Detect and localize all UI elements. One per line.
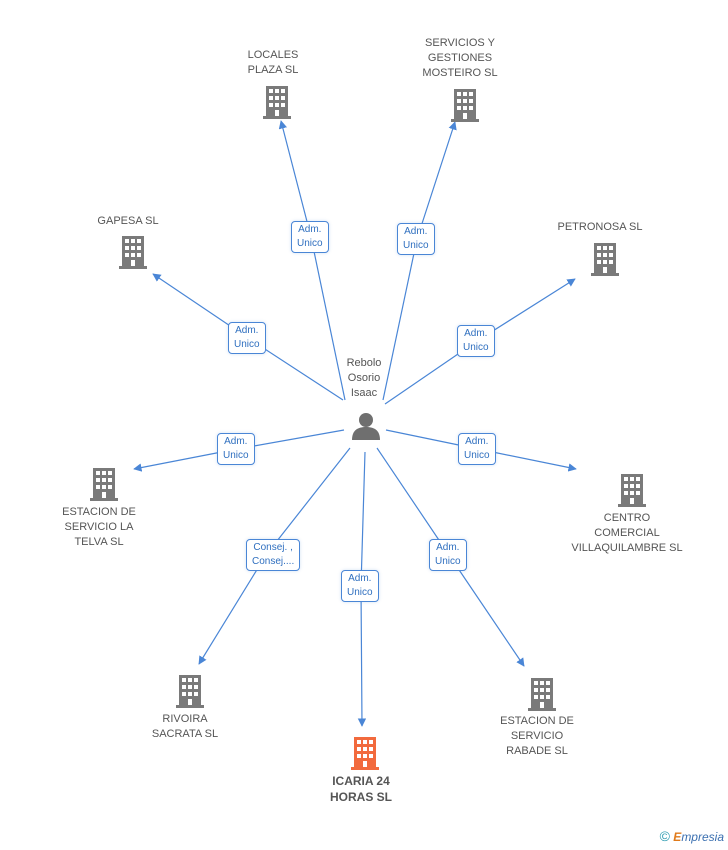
building-icon-gapesa[interactable] xyxy=(119,236,147,269)
center-person-name[interactable]: Rebolo Osorio Isaac xyxy=(346,357,382,399)
building-icon-rabade[interactable] xyxy=(528,678,556,711)
relation-badge-icaria[interactable]: Adm. Unico xyxy=(341,570,379,602)
company-label-gapesa[interactable]: GAPESA SL xyxy=(97,215,159,227)
company-label-telva[interactable]: ESTACION DE SERVICIO LA TELVA SL xyxy=(62,506,136,548)
company-label-rabade[interactable]: ESTACION DE SERVICIO RABADE SL xyxy=(500,715,574,757)
relation-badge-telva[interactable]: Adm. Unico xyxy=(217,433,255,465)
relation-badge-locales[interactable]: Adm. Unico xyxy=(291,221,329,253)
relation-badge-villaquilambre[interactable]: Adm. Unico xyxy=(458,433,496,465)
building-icon-villaquilambre[interactable] xyxy=(618,474,646,507)
brand-logo-letter: E xyxy=(673,830,682,844)
company-label-locales[interactable]: LOCALES PLAZA SL xyxy=(247,49,299,76)
company-label-petronosa[interactable]: PETRONOSA SL xyxy=(557,221,643,233)
company-label-icaria[interactable]: ICARIA 24 HORAS SL xyxy=(329,774,392,804)
relation-badge-rabade[interactable]: Adm. Unico xyxy=(429,539,467,571)
building-icon-telva[interactable] xyxy=(90,468,118,501)
edges-layer xyxy=(133,120,577,727)
icons-layer xyxy=(90,86,646,770)
relation-badge-rivoira[interactable]: Consej. , Consej.... xyxy=(246,539,301,571)
building-icon-servicios[interactable] xyxy=(451,89,479,122)
building-icon-rivoira[interactable] xyxy=(176,675,204,708)
brand-logo-text: mpresia xyxy=(681,830,724,844)
building-icon-petronosa[interactable] xyxy=(591,243,619,276)
relation-badge-petronosa[interactable]: Adm. Unico xyxy=(457,325,495,357)
company-label-villaquilambre[interactable]: CENTRO COMERCIAL VILLAQUILAMBRE SL xyxy=(571,512,683,554)
footer-brand: © Empresia xyxy=(660,828,724,844)
copyright-icon: © xyxy=(659,828,670,844)
relation-badge-gapesa[interactable]: Adm. Unico xyxy=(228,322,266,354)
building-icon-locales[interactable] xyxy=(263,86,291,119)
relation-badge-servicios[interactable]: Adm. Unico xyxy=(397,223,435,255)
company-label-rivoira[interactable]: RIVOIRA SACRATA SL xyxy=(151,713,219,740)
person-icon[interactable] xyxy=(352,413,380,440)
company-label-servicios[interactable]: SERVICIOS Y GESTIONES MOSTEIRO SL xyxy=(422,37,498,79)
building-icon-icaria[interactable] xyxy=(351,737,379,770)
